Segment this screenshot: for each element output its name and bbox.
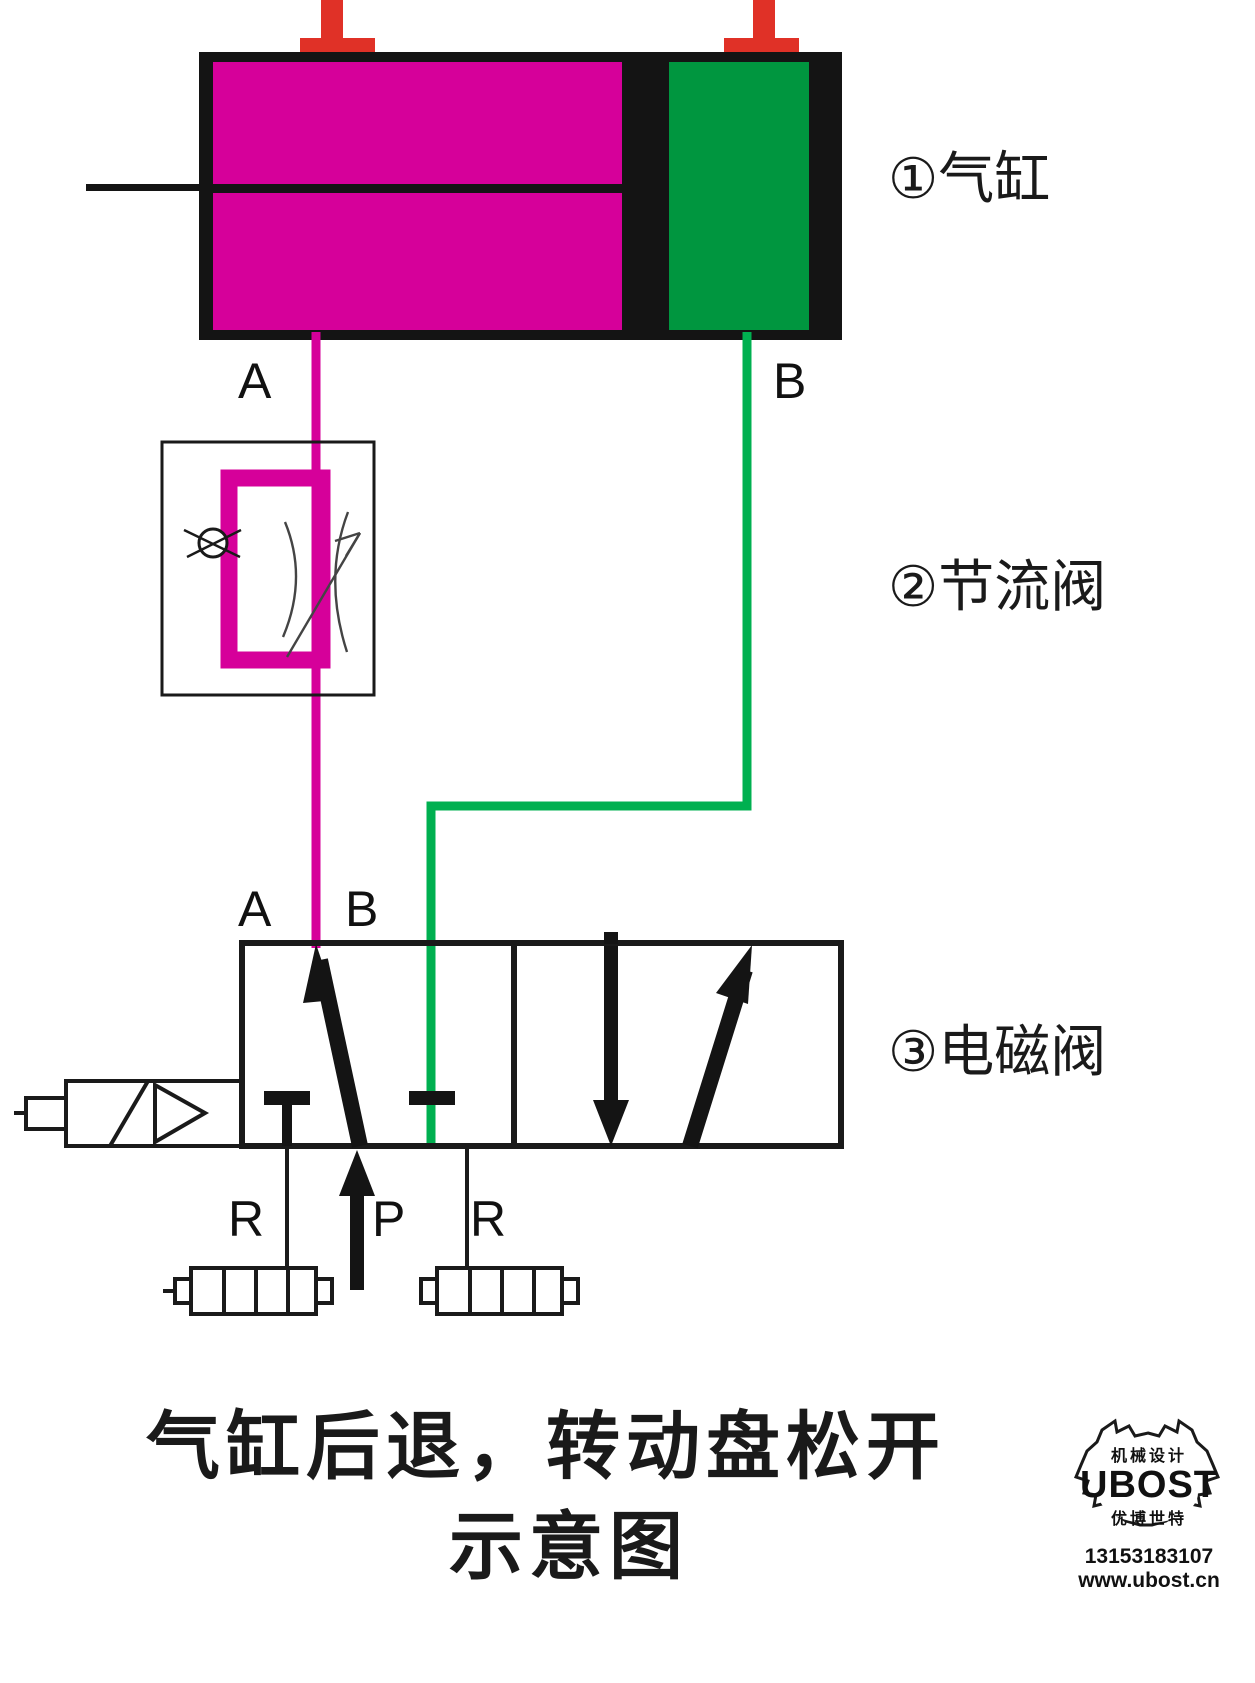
watermark-url: www.ubost.cn bbox=[1078, 1569, 1220, 1592]
cylinder-port-b-label: B bbox=[773, 353, 807, 409]
piston-rod bbox=[86, 184, 213, 191]
cylinder-assembly bbox=[86, 0, 842, 340]
throttle-valve-symbol bbox=[160, 440, 376, 697]
solenoid-actuator-icon bbox=[14, 1079, 244, 1148]
valve-port-r-right-label: R bbox=[470, 1191, 507, 1247]
valve-port-b-label: B bbox=[345, 881, 379, 937]
tube-line-b bbox=[426, 332, 752, 1145]
legend-item-throttle-valve: ②节流阀 bbox=[888, 555, 1107, 620]
diagram-caption-line1: 气缸后退，转动盘松开 bbox=[146, 1404, 946, 1490]
valve-port-a-label: A bbox=[238, 881, 272, 937]
cylinder-port-a-label: A bbox=[238, 353, 272, 409]
valve-port-r-left-label: R bbox=[228, 1191, 265, 1247]
watermark-brand: UBOST bbox=[1080, 1464, 1218, 1506]
cylinder-chamber-b bbox=[669, 62, 809, 330]
valve-position-right bbox=[511, 940, 844, 1149]
watermark-gear-top-text: 机械设计 bbox=[1110, 1448, 1187, 1465]
cylinder-chamber-a-lower bbox=[213, 193, 622, 330]
muffler-right-icon bbox=[419, 1266, 580, 1316]
piston-rod-centerline bbox=[213, 184, 622, 193]
watermark-gear-icon bbox=[1073, 1418, 1221, 1527]
cylinder-chamber-a-upper bbox=[213, 62, 622, 184]
solenoid-valve-symbol bbox=[14, 932, 844, 1316]
valve-port-p-label: P bbox=[372, 1191, 406, 1247]
legend-item-solenoid-valve: ③电磁阀 bbox=[888, 1020, 1107, 1085]
watermark-gear-bottom-text: 优博世特 bbox=[1110, 1511, 1187, 1528]
muffler-left-icon bbox=[163, 1266, 334, 1316]
diagram-caption-line2: 示意图 bbox=[449, 1504, 689, 1590]
legend-item-cylinder: ①气缸 bbox=[888, 147, 1051, 212]
watermark-phone: 13153183107 bbox=[1084, 1545, 1214, 1568]
